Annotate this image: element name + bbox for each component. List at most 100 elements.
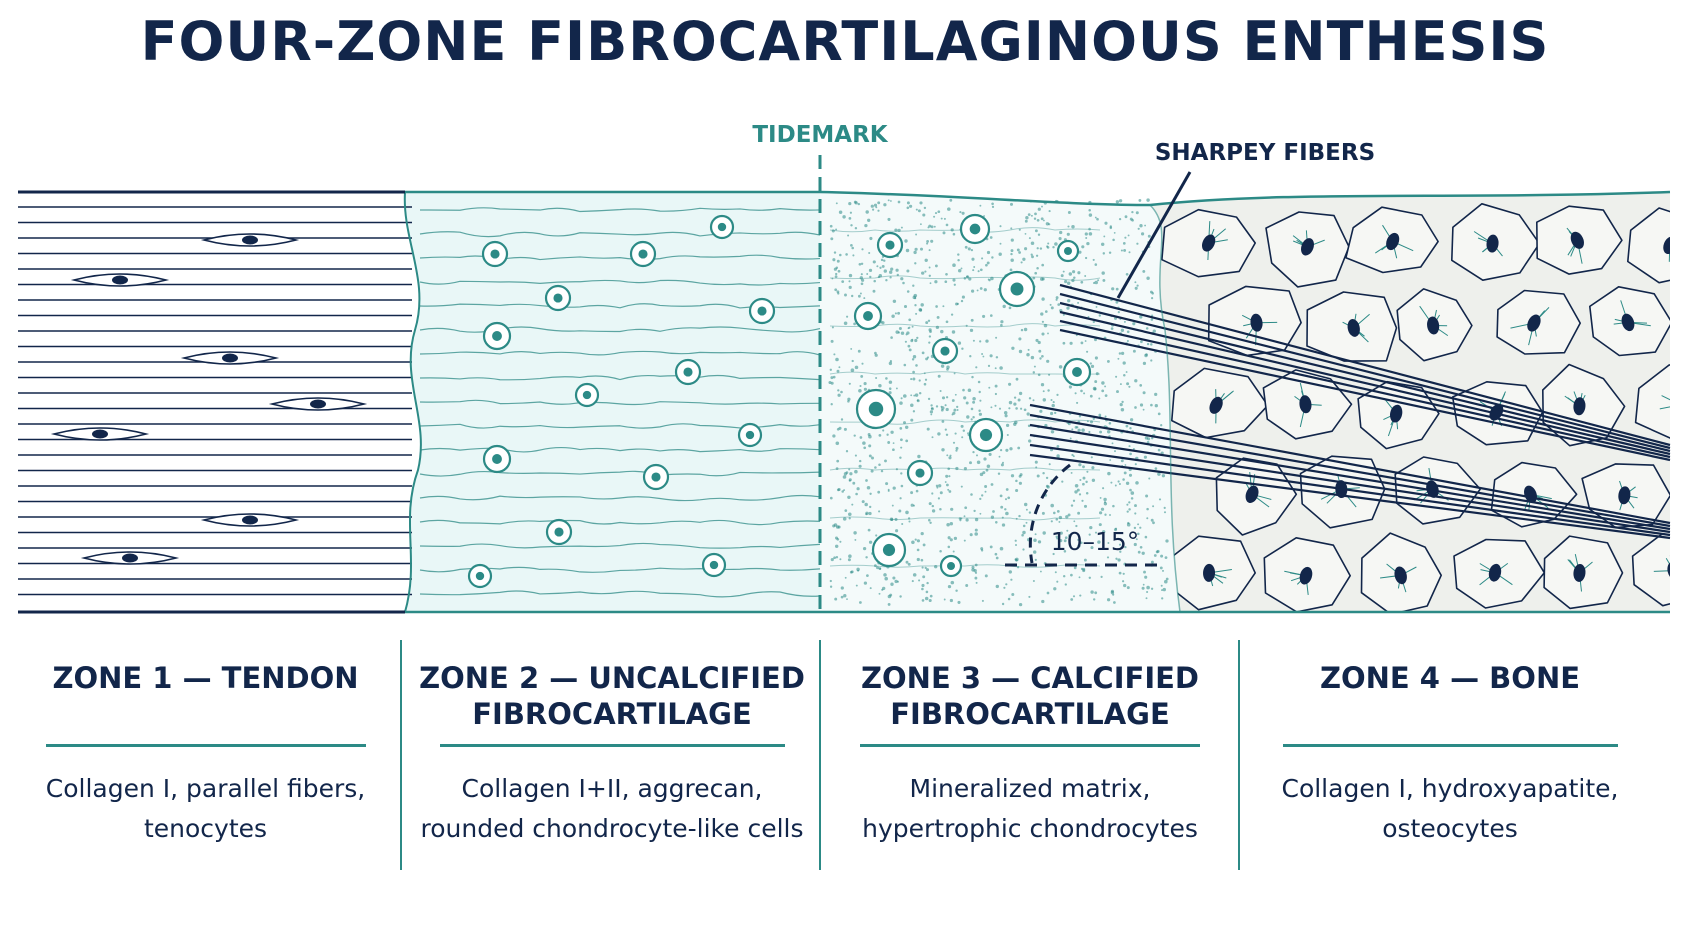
mineral-dot: [1054, 411, 1057, 415]
chondrocyte-nucleus: [863, 311, 873, 321]
mineral-dot: [971, 257, 975, 261]
mineral-dot: [921, 587, 924, 591]
mineral-dot: [1129, 488, 1132, 492]
mineral-dot: [832, 258, 836, 262]
mineral-dot: [1010, 238, 1014, 242]
mineral-dot: [981, 353, 984, 355]
mineral-dot: [895, 529, 899, 533]
mineral-dot: [1103, 235, 1106, 238]
mineral-dot: [1153, 554, 1157, 557]
mineral-dot: [951, 413, 954, 416]
mineral-dot: [985, 263, 988, 267]
mineral-dot: [1014, 420, 1018, 425]
mineral-dot: [1144, 535, 1148, 539]
mineral-dot: [1119, 550, 1122, 553]
mineral-dot: [1013, 396, 1017, 399]
chondrocyte-nucleus: [717, 222, 727, 232]
mineral-dot: [985, 468, 989, 472]
mineral-dot: [1034, 558, 1037, 561]
mineral-dot: [830, 376, 834, 380]
mineral-dot: [976, 460, 981, 465]
osteocyte-nucleus: [1488, 563, 1502, 582]
mineral-dot: [848, 217, 852, 220]
mineral-dot: [1034, 271, 1038, 275]
mineral-dot: [843, 427, 847, 431]
mineral-dot: [915, 312, 918, 315]
mineral-dot: [1024, 247, 1028, 251]
mineral-dot: [913, 293, 918, 298]
collagen-wave: [419, 470, 821, 477]
mineral-dot: [935, 405, 939, 408]
mineral-dot: [1055, 535, 1058, 538]
mineral-dot: [864, 223, 868, 228]
mineral-dot: [833, 251, 837, 254]
mineral-dot: [938, 484, 942, 488]
osteocyte-nucleus: [1573, 563, 1586, 582]
mineral-dot: [1015, 407, 1018, 410]
mineral-dot: [1015, 557, 1019, 562]
mineral-dot: [1032, 371, 1036, 374]
osteocyte-nucleus: [1663, 236, 1670, 255]
mineral-dot: [957, 258, 960, 262]
mineral-dot: [1123, 373, 1126, 377]
mineral-dot: [1157, 448, 1161, 452]
mineral-dot: [1122, 242, 1126, 245]
mineral-dot: [949, 454, 952, 457]
mineral-dot: [1009, 202, 1014, 206]
mineral-dot: [1020, 261, 1023, 264]
mineral-dot: [1088, 576, 1091, 579]
mineral-dot: [888, 391, 892, 395]
mineral-dot: [950, 228, 954, 232]
mineral-dot: [1126, 382, 1130, 386]
mineral-dot: [900, 484, 904, 488]
mineral-dot: [878, 434, 882, 437]
mineral-dot: [971, 565, 975, 569]
mineral-dot: [851, 294, 854, 298]
mineral-dot: [931, 509, 936, 513]
mineral-dot: [871, 456, 874, 460]
mineral-dot: [1134, 504, 1137, 508]
mineral-dot: [1142, 269, 1146, 273]
mineral-dot: [1136, 242, 1139, 245]
mineral-dot: [875, 206, 878, 209]
mineral-dot: [1109, 459, 1112, 461]
mineral-dot: [1063, 550, 1067, 553]
zone2-rule: [439, 744, 785, 747]
mineral-dot: [914, 393, 919, 397]
mineral-dot: [848, 202, 852, 206]
mineral-dot: [1150, 518, 1154, 522]
mineral-dot: [1040, 217, 1044, 221]
mineral-dot: [1117, 480, 1120, 483]
mineral-dot: [1142, 583, 1145, 586]
mineral-dot: [854, 226, 858, 230]
mineral-dot: [924, 258, 928, 262]
chondrocyte-nucleus: [940, 346, 950, 356]
chondrocyte-nucleus: [868, 401, 884, 417]
mineral-dot: [921, 351, 925, 355]
chondrocyte-nucleus: [1010, 282, 1024, 296]
mineral-dot: [1126, 510, 1129, 513]
mineral-dot: [1038, 349, 1042, 353]
mineral-dot: [1094, 216, 1097, 219]
mineral-dot: [1151, 297, 1154, 300]
mineral-dot: [1099, 496, 1102, 499]
mineral-dot: [922, 213, 926, 217]
mineral-dot: [1075, 524, 1078, 528]
mineral-dot: [1060, 274, 1064, 278]
mineral-dot: [985, 339, 989, 343]
mineral-dot: [847, 495, 851, 500]
mineral-dot: [955, 449, 958, 452]
mineral-dot: [1107, 542, 1110, 544]
mineral-dot: [899, 456, 902, 459]
osteocyte-process: [1659, 404, 1670, 410]
mineral-dot: [1023, 408, 1027, 412]
mineral-dot: [972, 400, 976, 404]
mineral-dot: [1160, 584, 1163, 587]
mineral-dot: [1120, 407, 1125, 412]
mineral-dot: [1054, 242, 1058, 246]
mineral-dot: [912, 573, 917, 577]
mineral-dot: [866, 273, 869, 275]
mineral-dot: [1114, 484, 1117, 487]
mineral-dot: [912, 284, 915, 287]
mineral-dot: [1068, 534, 1072, 538]
